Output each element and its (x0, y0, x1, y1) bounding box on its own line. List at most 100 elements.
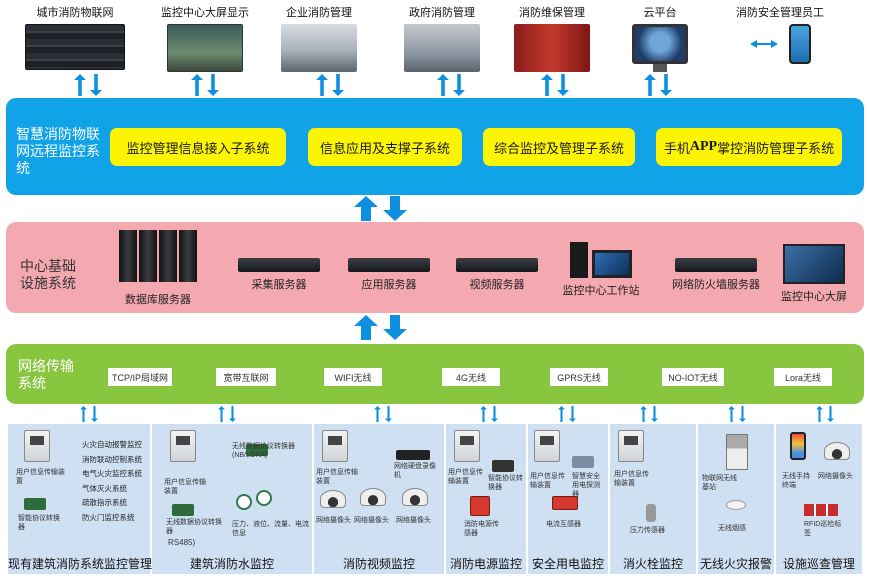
network-dvr-icon (396, 450, 430, 460)
network-title: 网络传输系统 (18, 358, 74, 391)
maintenance-room-icon (514, 24, 590, 72)
panel-power-monitoring: 用户信息传输装置 智能协议转换器 消防电源传感器 消防电源监控 (446, 424, 526, 574)
updown-arrow-small-icon (558, 406, 576, 422)
panel-water-monitoring: 用户信息传输装置 无线数据协议转换器(NB/LORA) 无线数据协议转换器 压力… (152, 424, 312, 574)
monitor-stand-icon (653, 64, 667, 72)
updown-arrow-icon (541, 74, 569, 96)
application-server: 应用服务器 (344, 258, 434, 292)
net-nbiot: NO-IOT无线 (662, 368, 724, 386)
panel-hydrant-monitoring: 用户信息传输装置 压力传感器 消火栓监控 (610, 424, 696, 574)
current-transformer-icon (552, 496, 578, 510)
updown-arrow-icon (191, 74, 219, 96)
meeting-room-icon (281, 24, 357, 72)
smoke-detector-icon (726, 500, 746, 510)
iot-base-station-icon (726, 434, 748, 470)
updown-arrow-icon (644, 74, 672, 96)
protocol-converter-icon (492, 460, 514, 472)
network-band: 网络传输系统 TCP/IP局域网 宽带互联网 WIFI无线 4G无线 GPRS无… (6, 344, 864, 404)
transmission-device-icon (322, 430, 348, 462)
panel-title: 安全用电监控 (531, 557, 604, 571)
rfid-tag-icon (804, 504, 838, 516)
collection-server: 采集服务器 (234, 258, 324, 292)
server-1u-icon (238, 258, 320, 272)
level-sensor-icon (256, 490, 272, 506)
rack-server-icon (114, 230, 202, 287)
net-broadband: 宽带互联网 (216, 368, 276, 386)
source-government: 政府消防管理 (387, 4, 497, 72)
workstation-icon (556, 242, 646, 278)
ptz-camera-icon (402, 488, 428, 506)
source-maintenance: 消防维保管理 (497, 4, 607, 72)
power-sensor-icon (470, 496, 490, 516)
net-gprs: GPRS无线 (550, 368, 608, 386)
updown-arrow-small-icon (816, 406, 834, 422)
infrastructure-band: 中心基础设施系统 数据库服务器 采集服务器 应用服务器 视频服务器 监控中心工作… (6, 222, 864, 313)
wireless-converter-icon (172, 504, 194, 516)
updown-arrow-small-icon (374, 406, 392, 422)
network-camera-icon (320, 490, 346, 508)
monitoring-big-screen: 监控中心大屏 (776, 244, 852, 304)
source-video-wall: 监控中心大屏显示 (150, 4, 260, 72)
network-camera-icon (824, 442, 850, 460)
net-4g: 4G无线 (442, 368, 500, 386)
pressure-sensor-icon (646, 504, 656, 522)
firewall-server: 网络防火墙服务器 (666, 258, 766, 292)
panel-title: 建筑消防水监控 (189, 557, 274, 571)
database-server: 数据库服务器 (114, 230, 202, 307)
net-tcpip: TCP/IP局域网 (108, 368, 172, 386)
network-switch-icon (25, 24, 125, 70)
transmission-device-icon (24, 430, 50, 462)
panel-title: 消火栓监控 (622, 557, 683, 571)
server-1u-icon (348, 258, 430, 272)
platform-band: 智慧消防物联网远程监控系统 监控管理信息接入子系统 信息应用及支撑子系统 综合监… (6, 98, 864, 195)
handheld-terminal-icon (790, 432, 806, 460)
transmission-device-icon (618, 430, 644, 462)
updown-arrow-small-icon (80, 406, 98, 422)
updown-arrow-small-icon (640, 406, 658, 422)
updown-arrow-icon (437, 74, 465, 96)
double-arrow-icon (750, 40, 778, 48)
transmission-device-icon (454, 430, 480, 462)
net-wifi: WIFI无线 (324, 368, 382, 386)
platform-title: 智慧消防物联网远程监控系统 (16, 126, 100, 176)
updown-arrow-icon (74, 74, 102, 96)
wireless-converter-icon (246, 444, 268, 456)
source-city-iot: 城市消防物联网 (20, 4, 130, 70)
protocol-converter-icon (24, 498, 46, 510)
server-1u-icon (456, 258, 538, 272)
updown-arrow-small-icon (728, 406, 746, 422)
source-cloud: 云平台 (605, 4, 715, 72)
subsystem-monitoring: 综合监控及管理子系统 (483, 128, 635, 166)
server-1u-icon (675, 258, 757, 272)
video-wall-icon (167, 24, 243, 72)
panel-video-monitoring: 用户信息传输装置 网络硬盘录像机 网络摄像头 网络摄像头 网络摄像头 消防视频监… (314, 424, 444, 574)
net-lora: Lora无线 (774, 368, 832, 386)
panel-electrical-safety: 用户信息传输装置 智慧安全用电探测器 电流互感器 安全用电监控 (528, 424, 608, 574)
monitoring-workstation: 监控中心工作站 (556, 242, 646, 298)
infrastructure-title: 中心基础设施系统 (20, 258, 76, 291)
source-enterprise: 企业消防管理 (264, 4, 374, 72)
subsystem-access: 监控管理信息接入子系统 (110, 128, 286, 166)
pressure-gauge-icon (236, 494, 252, 510)
government-office-icon (404, 24, 480, 72)
transmission-device-icon (534, 430, 560, 462)
dome-camera-icon (360, 488, 386, 506)
updown-arrow-small-icon (480, 406, 498, 422)
panel-title: 现有建筑消防系统监控管理 (8, 557, 153, 571)
video-server: 视频服务器 (452, 258, 542, 292)
platform-infra-arrows-icon (354, 196, 407, 221)
transmission-device-icon (170, 430, 196, 462)
panel-title: 消防电源监控 (449, 557, 522, 571)
panel-title: 无线火灾报警 (699, 557, 772, 571)
cloud-monitor-icon (632, 24, 688, 64)
panel-patrol-management: 无线手持终端 网络摄像头 RFID巡检标签 设施巡查管理 (776, 424, 862, 574)
source-staff: 消防安全管理员工 (720, 4, 840, 64)
panel-title: 消防视频监控 (342, 557, 415, 571)
panel-wireless-alarm: 物联网无线基站 无线烟感 无线火灾报警 (698, 424, 774, 574)
panel-existing-building: 用户信息传输装置 智能协议转换器 火灾自动报警监控 消防联动控制系统 电气火灾监… (8, 424, 153, 574)
fire-system-list: 火灾自动报警监控 消防联动控制系统 电气火灾监控系统 气体灭火系统 疏散指示系统… (82, 440, 142, 522)
subsystem-application: 信息应用及支撑子系统 (308, 128, 462, 166)
mobile-phone-icon (789, 24, 811, 64)
updown-arrow-icon (316, 74, 344, 96)
